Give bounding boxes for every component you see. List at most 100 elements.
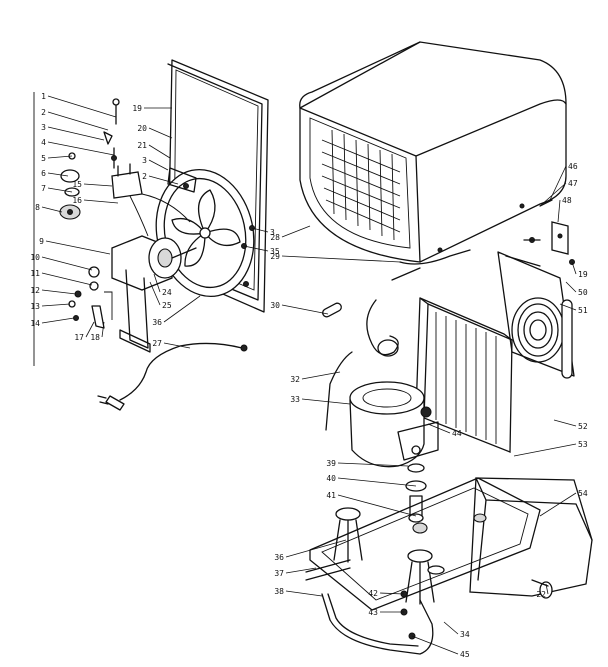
part-number-label: 9	[39, 237, 44, 246]
part-number-label: 5	[41, 154, 46, 163]
part-number-label: 35	[270, 247, 280, 256]
part-number-label: 36	[274, 553, 284, 562]
leader-line	[153, 273, 161, 293]
part-number-label: 3	[142, 156, 147, 165]
refrigerant-tubing	[322, 249, 471, 431]
part-number-label: 40	[326, 474, 336, 483]
leader-line	[251, 227, 269, 233]
leader-line	[281, 225, 311, 238]
leader-line	[539, 182, 567, 207]
part-number-label: 20	[137, 124, 147, 133]
part-number-label: 30	[270, 301, 280, 310]
part-number-label: 41	[326, 491, 336, 500]
part-number-label: 2	[41, 108, 46, 117]
leader-line	[285, 590, 323, 597]
isolator-mounts	[333, 507, 445, 605]
part-number-label: 46	[568, 162, 578, 171]
leader-line	[427, 423, 451, 434]
leader-line	[41, 303, 71, 307]
part-number-label: 13	[30, 302, 40, 311]
part-number-label: 10	[30, 253, 40, 262]
leader-line	[513, 443, 577, 457]
part-number-label: 3	[270, 228, 275, 237]
part-number-label: 4	[41, 138, 46, 147]
mounting-bracket	[523, 199, 575, 265]
leader-line	[148, 159, 169, 171]
leader-line	[301, 371, 341, 380]
part-number-label: 45	[460, 650, 470, 659]
cabinet-grille	[321, 129, 401, 241]
leader-line	[47, 172, 69, 177]
leader-line	[83, 199, 119, 204]
part-number-label: 32	[290, 375, 300, 384]
leader-line	[47, 95, 117, 118]
leader-line	[337, 477, 417, 487]
leader-line	[281, 255, 401, 263]
leader-line	[565, 281, 577, 293]
leader-line	[243, 245, 269, 252]
part-number-label: 17	[74, 333, 84, 342]
part-number-label: 8	[35, 203, 40, 212]
part-number-label: 15	[72, 180, 82, 189]
condenser-coil	[415, 297, 513, 453]
part-number-label: 48	[562, 196, 572, 205]
part-number-label: 19	[132, 104, 142, 113]
part-number-label: 50	[578, 288, 588, 297]
leader-line	[41, 317, 75, 324]
leader-line	[559, 303, 577, 311]
leader-line	[443, 621, 459, 635]
part-number-label: 11	[30, 269, 40, 278]
part-number-label: 33	[290, 395, 300, 404]
part-number-label: 3	[41, 123, 46, 132]
leader-line	[47, 126, 105, 141]
part-number-label: 1	[41, 92, 46, 101]
callout-leaders	[41, 95, 577, 655]
part-number-label: 19	[578, 270, 588, 279]
leader-line	[337, 494, 417, 517]
part-number-label: 14	[30, 319, 40, 328]
part-number-label: 2	[142, 172, 147, 181]
part-number-label: 42	[368, 589, 378, 598]
cabinet-assembly	[299, 41, 567, 263]
part-number-label: 36	[152, 318, 162, 327]
leader-line	[285, 567, 317, 574]
leader-line	[101, 321, 105, 338]
leader-line	[337, 462, 409, 467]
leader-line	[41, 272, 93, 286]
part-number-label: 29	[270, 252, 280, 261]
part-number-label: 43	[368, 608, 378, 617]
left-assembly	[33, 59, 269, 411]
part-number-label: 39	[326, 459, 336, 468]
leader-line	[83, 183, 113, 187]
compressor	[349, 381, 439, 468]
base-pan	[305, 463, 593, 655]
part-number-label: 22	[536, 590, 546, 599]
leader-line	[47, 141, 115, 156]
leader-line	[301, 398, 351, 405]
leader-line	[85, 321, 95, 338]
part-number-label: 53	[578, 440, 588, 449]
part-number-label: 44	[452, 429, 462, 438]
leader-line	[148, 127, 173, 139]
leader-line	[149, 281, 161, 306]
part-number-label: 16	[72, 196, 82, 205]
leader-line	[379, 592, 405, 595]
part-number-label: 25	[162, 301, 172, 310]
part-number-label: 54	[578, 489, 588, 498]
leader-line	[41, 256, 93, 271]
part-number-label: 21	[137, 141, 147, 150]
part-number-label: 24	[162, 288, 172, 297]
part-number-label: 7	[41, 184, 46, 193]
leader-line	[281, 304, 329, 315]
leader-line	[47, 155, 73, 159]
leader-line	[545, 583, 549, 595]
leader-line	[163, 342, 191, 349]
leader-line	[47, 187, 73, 193]
part-number-label: 37	[274, 569, 284, 578]
part-number-label: 51	[578, 306, 588, 315]
leader-line	[571, 261, 577, 275]
leader-line	[41, 289, 77, 295]
leader-line	[45, 240, 111, 255]
